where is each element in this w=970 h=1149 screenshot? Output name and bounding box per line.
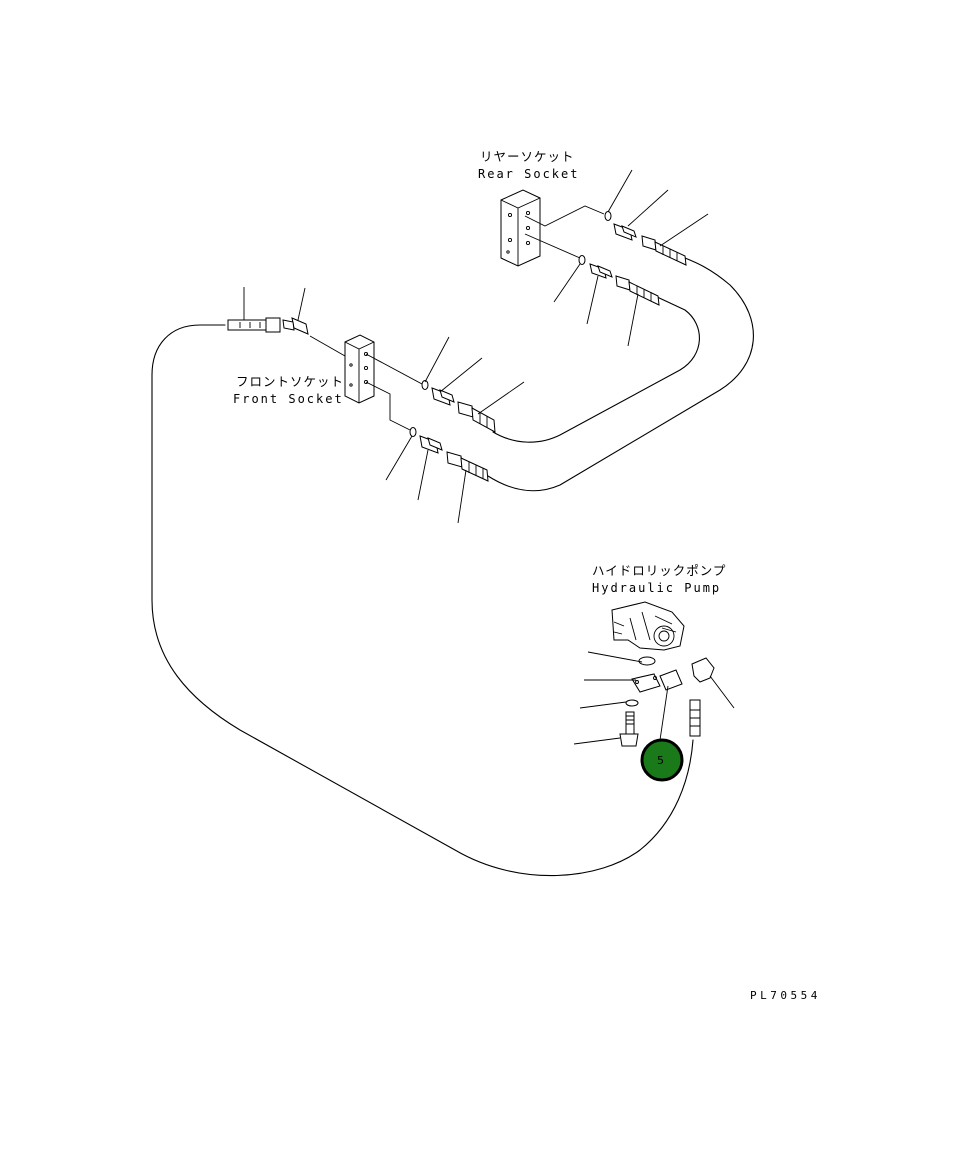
rear-hose-end-upper [641, 235, 687, 266]
rear-socket-group: リヤーソケット Rear Socket [478, 149, 709, 347]
rear-adapter-lower [589, 263, 613, 279]
front-socket-label-en: Front Socket [233, 392, 344, 406]
hose-front-lower [487, 257, 754, 492]
front-socket-label-jp: フロントソケット [236, 374, 344, 389]
rear-hose-end-lower [615, 275, 660, 306]
pump-elbow [691, 657, 715, 683]
pump-label-jp: ハイドロリックポンプ [592, 563, 726, 578]
rear-socket-label-jp: リヤーソケット [480, 149, 575, 164]
front-adapter-lower [419, 435, 443, 454]
main-loop-hose [151, 324, 694, 877]
pump-label-en: Hydraulic Pump [592, 581, 721, 595]
hoses [151, 257, 754, 877]
callout-circle[interactable] [640, 738, 684, 782]
pump-straight-fitting [659, 669, 683, 691]
pump-bolt [619, 711, 639, 747]
front-left-adapter [282, 317, 309, 335]
pump-body [611, 601, 685, 651]
front-socket-block [344, 334, 375, 404]
drawing-code: PL70554 [750, 989, 821, 1002]
rear-socket-block [500, 189, 541, 267]
front-left-hose-end [227, 317, 281, 333]
pump-hose-end [689, 699, 701, 737]
front-hose-end-lower [446, 451, 489, 482]
front-socket-group: フロントソケット Front Socket [227, 287, 525, 524]
hydraulic-pump-group: ハイドロリックポンプ Hydraulic Pump [573, 563, 735, 747]
callout-number[interactable]: 5 [657, 754, 664, 767]
rear-socket-label-en: Rear Socket [478, 167, 579, 181]
front-hose-end-upper [457, 401, 496, 433]
rear-adapter-upper [613, 223, 637, 241]
callout-5[interactable]: 5 [640, 738, 684, 782]
front-adapter-upper [431, 387, 455, 406]
hose-front-upper [492, 295, 700, 443]
